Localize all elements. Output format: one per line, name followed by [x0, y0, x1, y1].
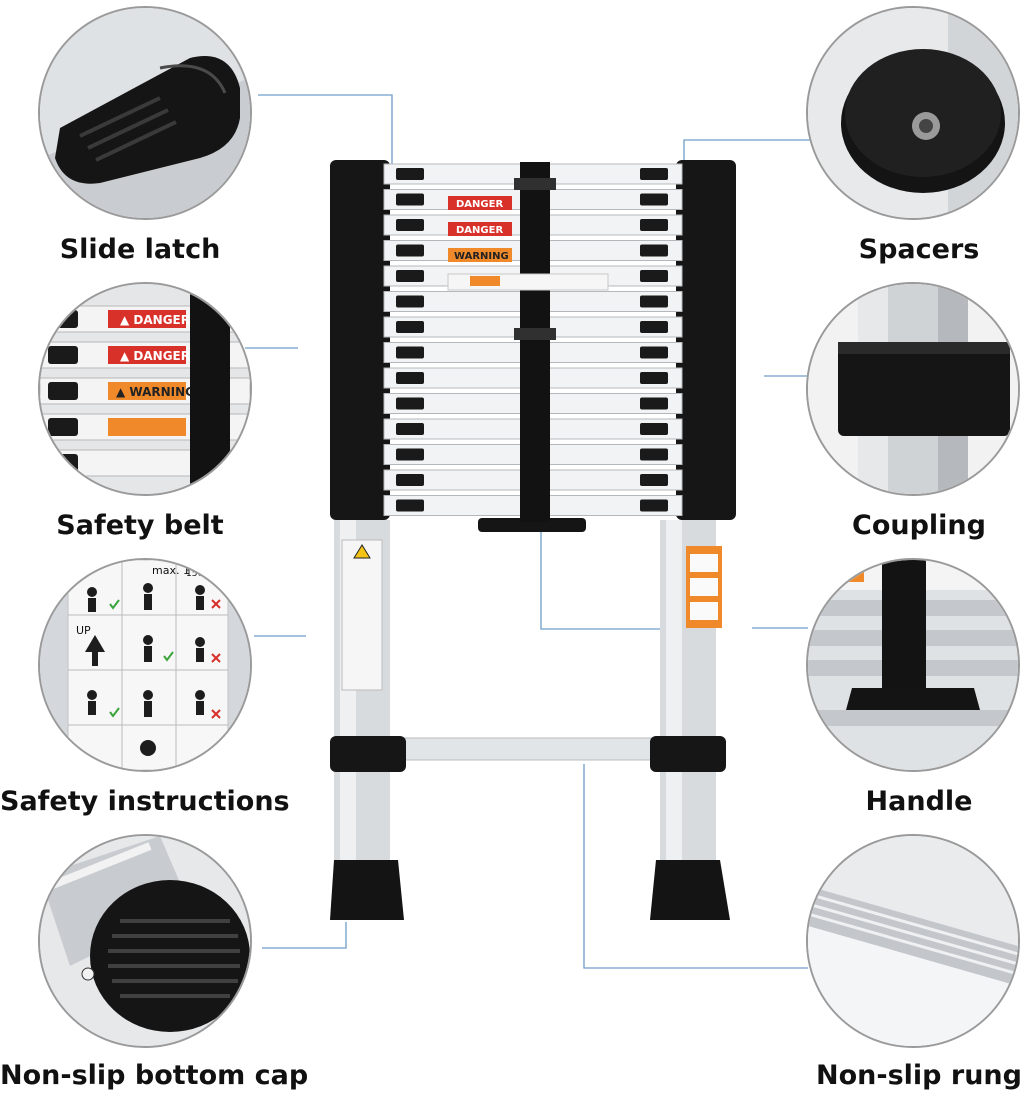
slide-latch	[640, 295, 668, 308]
slide-latch-closeup	[38, 6, 252, 220]
slide-latch	[396, 219, 424, 231]
safety-instructions-closeup: max. 1 UP 150 kg	[38, 558, 252, 772]
slide-latch	[396, 168, 424, 180]
slide-latch	[640, 321, 668, 333]
telescopic-ladder: DANGER DANGER WARNING	[330, 160, 736, 920]
slide-latch	[640, 168, 668, 180]
safety-instructions-label: Safety instructions	[0, 786, 290, 817]
up-text: UP	[76, 624, 91, 637]
spacers-closeup	[806, 6, 1020, 220]
load-text: 150 kg	[186, 569, 217, 579]
handle-closeup	[806, 558, 1020, 772]
ladder-danger-2: DANGER	[456, 225, 503, 236]
slide-latch	[640, 244, 668, 257]
slide-latch	[640, 219, 668, 231]
safety-belt-label: Safety belt	[56, 510, 224, 541]
spacers-label: Spacers	[858, 234, 980, 265]
slide-latch	[640, 372, 668, 384]
slide-latch	[396, 346, 424, 359]
slide-latch	[396, 397, 424, 410]
slide-latch	[640, 448, 668, 461]
slide-latch	[396, 448, 424, 461]
slide-latch	[396, 474, 424, 486]
ladder-danger-1: DANGER	[456, 199, 503, 210]
slide-latch	[640, 397, 668, 410]
slide-latch	[640, 474, 668, 486]
slide-latch	[396, 270, 424, 282]
handle-label: Handle	[865, 786, 973, 817]
slide-latch	[396, 244, 424, 257]
slide-latch	[640, 346, 668, 359]
safety-belt-closeup: ▲ DANGER ▲ DANGER ▲ WARNING	[38, 282, 252, 496]
slide-latch	[396, 423, 424, 435]
slide-latch	[640, 423, 668, 435]
svg-text:▲ WARNING: ▲ WARNING	[116, 385, 195, 399]
slide-latch	[640, 270, 668, 282]
slide-latch	[640, 499, 668, 512]
bottom-cap-label: Non-slip bottom cap	[0, 1060, 309, 1091]
rung-closeup	[806, 834, 1020, 1048]
ladder-warning: WARNING	[454, 251, 509, 262]
max-text: max. 1	[152, 564, 190, 577]
slide-latch	[396, 499, 424, 512]
slide-latch	[396, 193, 424, 206]
coupling-label: Coupling	[852, 510, 986, 541]
coupling-closeup	[806, 282, 1020, 496]
slide-latch	[396, 321, 424, 333]
bottom-cap-closeup	[38, 834, 252, 1048]
slide-latch	[396, 372, 424, 384]
slide-latch	[396, 295, 424, 308]
rung-label: Non-slip rung	[816, 1060, 1022, 1091]
slide-latch	[640, 193, 668, 206]
slide-latch-label: Slide latch	[59, 234, 221, 265]
svg-text:▲ DANGER: ▲ DANGER	[120, 313, 190, 327]
svg-text:▲ DANGER: ▲ DANGER	[120, 349, 190, 363]
